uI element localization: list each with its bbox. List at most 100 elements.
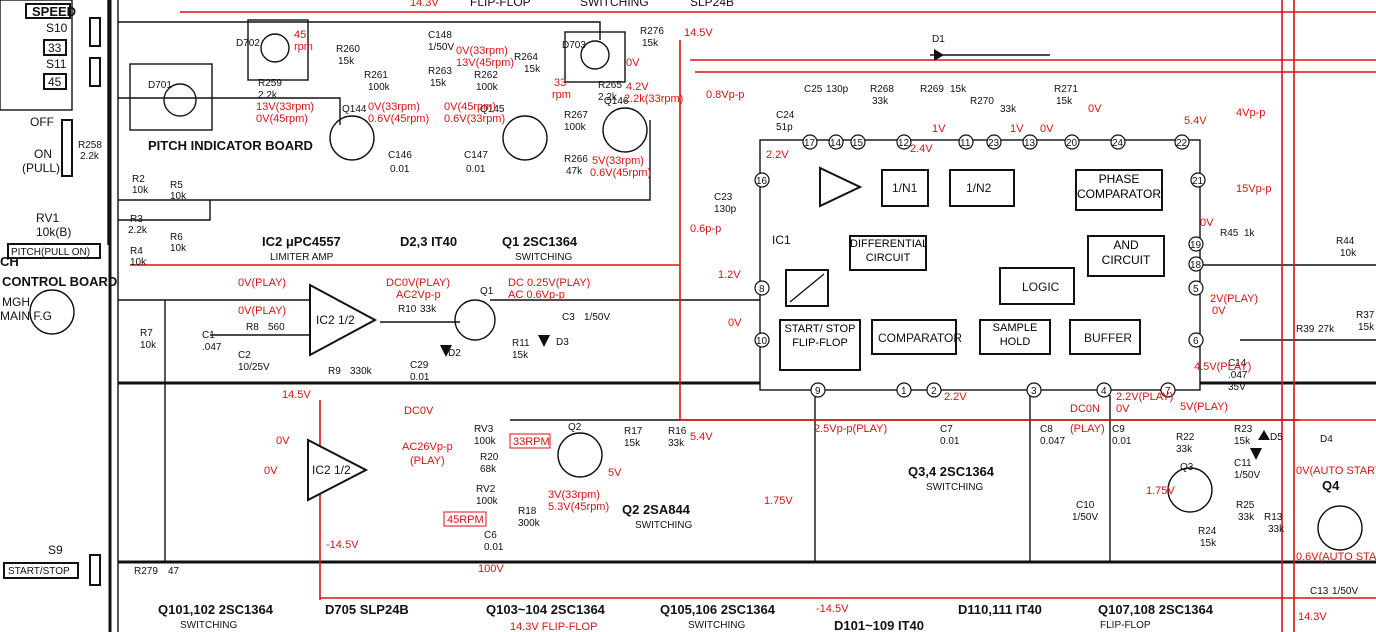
- q1-title: Q1 2SC1364: [502, 234, 578, 249]
- rpm45-box: [443, 511, 487, 527]
- pin-19-label: 19: [1190, 240, 1202, 251]
- speed-label-box: [25, 3, 71, 19]
- c8: C8: [1040, 424, 1053, 435]
- q2-icon: [557, 432, 603, 478]
- svg-text:10k: 10k: [132, 185, 149, 196]
- ic2-title: IC2 μPC4557: [262, 234, 341, 249]
- svg-text:10k: 10k: [170, 243, 187, 254]
- rv1-value: 10k(B): [36, 225, 71, 239]
- s9-label: START/STOP: [8, 566, 70, 577]
- c2: C2: [238, 350, 251, 361]
- svg-text:0V(PLAY): 0V(PLAY): [238, 277, 286, 289]
- c24: C24: [776, 110, 795, 121]
- pin-13-label: 13: [1024, 138, 1036, 149]
- r45: R45: [1220, 228, 1239, 239]
- svg-text:Q101,102 2SC1364: Q101,102 2SC1364: [158, 602, 274, 617]
- svg-text:0.8Vp-p: 0.8Vp-p: [706, 89, 745, 101]
- ic1-buffer-triangle: [819, 166, 863, 208]
- pin-24: [1110, 134, 1126, 150]
- svg-text:15Vp-p: 15Vp-p: [1236, 183, 1271, 195]
- r23: R23: [1234, 424, 1253, 435]
- voltage-annotations: 14.5V 13V(33rpm) 0V(45rpm) 0V(33rpm) 13V…: [238, 27, 1376, 623]
- svg-text:15k: 15k: [430, 78, 447, 89]
- svg-text:15k: 15k: [1358, 322, 1375, 333]
- svg-text:2.2V(PLAY): 2.2V(PLAY): [1116, 391, 1173, 403]
- pin-12-label: 12: [898, 138, 910, 149]
- svg-text:100k: 100k: [564, 122, 587, 133]
- svg-text:0.6p-p: 0.6p-p: [690, 223, 721, 235]
- d1-label: D1: [932, 34, 945, 45]
- svg-text:AC2Vp-p: AC2Vp-p: [396, 289, 441, 301]
- svg-text:10/25V: 10/25V: [238, 362, 270, 373]
- svg-text:SWITCHING: SWITCHING: [180, 620, 237, 631]
- ch-label: CH: [0, 254, 19, 269]
- speed-switch-box: [0, 0, 73, 111]
- svg-text:0.01: 0.01: [410, 372, 430, 383]
- svg-text:100k: 100k: [368, 82, 391, 93]
- pin-8-label: 8: [759, 284, 765, 295]
- q146-icon: [602, 107, 648, 153]
- pin-20: [1064, 134, 1080, 150]
- r20: R20: [480, 452, 499, 463]
- s11-label: S11: [46, 57, 67, 71]
- svg-text:15k: 15k: [524, 64, 541, 75]
- svg-text:33k: 33k: [1176, 444, 1193, 455]
- svg-text:15k: 15k: [1234, 436, 1251, 447]
- d2-label: D2: [448, 348, 461, 359]
- q3-icon: [1167, 467, 1213, 513]
- svg-text:0.01: 0.01: [1112, 436, 1132, 447]
- c6: C6: [484, 530, 497, 541]
- pin-21-label: 21: [1192, 176, 1204, 187]
- svg-text:rpm: rpm: [552, 89, 571, 101]
- phase-comparator-label: PHASE COMPARATOR: [1076, 172, 1161, 201]
- svg-text:D101~109 IT40: D101~109 IT40: [834, 618, 924, 632]
- svg-text:15k: 15k: [950, 84, 967, 95]
- d4-label: D4: [1320, 434, 1333, 445]
- svg-text:0.6V(45rpm): 0.6V(45rpm): [368, 113, 429, 125]
- svg-text:DC0V: DC0V: [404, 405, 434, 417]
- rv3-name: RV3: [474, 424, 494, 435]
- pin-9: [810, 382, 826, 398]
- pull-switch-icon: [61, 119, 73, 177]
- svg-text:5.4V: 5.4V: [1184, 115, 1207, 127]
- r25: R25: [1236, 500, 1255, 511]
- logic-label: LOGIC: [1022, 280, 1060, 294]
- svg-text:AC26Vp-p: AC26Vp-p: [402, 441, 453, 453]
- svg-text:330k: 330k: [350, 366, 373, 377]
- svg-text:0.01: 0.01: [466, 164, 486, 175]
- svg-text:33k: 33k: [420, 304, 437, 315]
- pitch-pull-label: PITCH(PULL ON): [11, 247, 90, 258]
- q145-label: Q145: [480, 104, 505, 115]
- c7: C7: [940, 424, 953, 435]
- svg-text:5V(PLAY): 5V(PLAY): [1180, 401, 1228, 413]
- d703-box: [564, 31, 626, 83]
- q2-sub: SWITCHING: [635, 520, 692, 531]
- mgh-label: MGH: [2, 295, 30, 309]
- svg-text:100V: 100V: [478, 563, 504, 575]
- svg-text:5.3V(45rpm): 5.3V(45rpm): [548, 501, 609, 513]
- c29: C29: [410, 360, 429, 371]
- d5-diode-icon: [1258, 430, 1270, 440]
- svg-text:14.5V: 14.5V: [282, 389, 311, 401]
- pin-10-label: 10: [756, 336, 768, 347]
- r5: R5: [170, 180, 183, 191]
- svg-text:rpm: rpm: [294, 41, 313, 53]
- ic2a-opamp-icon: [309, 283, 378, 357]
- r24: R24: [1198, 526, 1217, 537]
- r8: R8: [246, 322, 259, 333]
- pin-17-label: 17: [804, 138, 816, 149]
- rpm33-label: 33RPM: [513, 436, 550, 448]
- pin-15: [850, 134, 866, 150]
- buffer-label: BUFFER: [1084, 331, 1132, 345]
- pin-14: [828, 134, 844, 150]
- r264: R264: [514, 52, 538, 63]
- c147: C147: [464, 150, 488, 161]
- r270: R270: [970, 96, 994, 107]
- rv2-value: 100k: [476, 496, 499, 507]
- svg-text:1.75V: 1.75V: [1146, 485, 1175, 497]
- r10: R10: [398, 304, 417, 315]
- d702-box: [247, 19, 309, 81]
- d701-label: D701: [148, 80, 172, 91]
- r4: R4: [130, 246, 143, 257]
